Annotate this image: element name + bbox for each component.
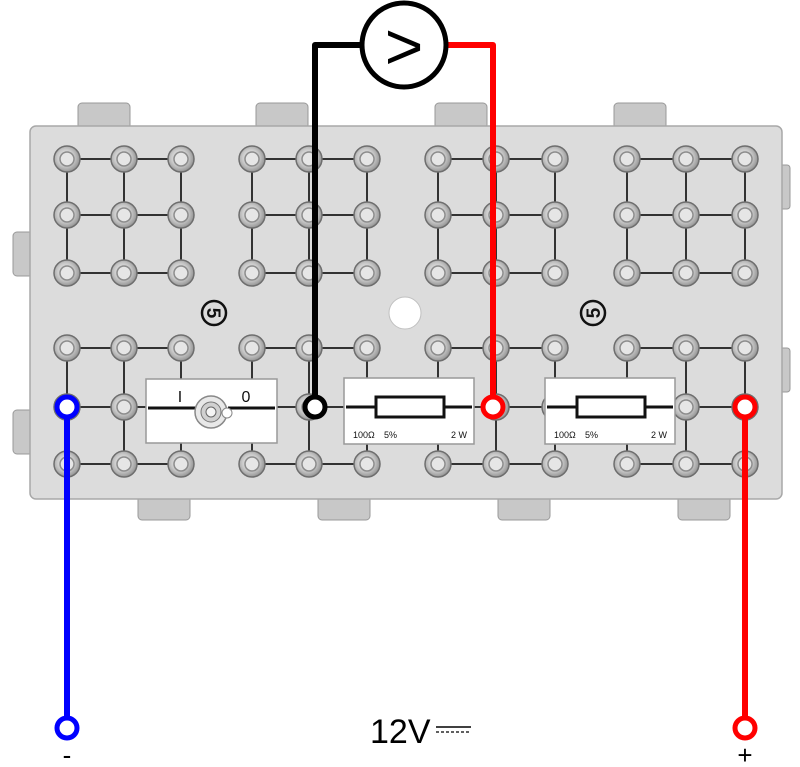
socket[interactable] bbox=[672, 145, 700, 173]
resistor-2-value: 100Ω bbox=[554, 430, 576, 440]
board-tab-top bbox=[434, 102, 488, 130]
socket[interactable] bbox=[295, 259, 323, 287]
socket[interactable] bbox=[424, 145, 452, 173]
socket[interactable] bbox=[353, 259, 381, 287]
socket[interactable] bbox=[613, 450, 641, 478]
socket[interactable] bbox=[238, 259, 266, 287]
socket[interactable] bbox=[295, 450, 323, 478]
socket[interactable] bbox=[295, 334, 323, 362]
board-marking-left: 5 bbox=[200, 299, 228, 327]
socket[interactable] bbox=[110, 450, 138, 478]
socket[interactable] bbox=[167, 201, 195, 229]
resistor-2-power: 2 W bbox=[651, 430, 668, 440]
socket[interactable] bbox=[238, 450, 266, 478]
socket[interactable] bbox=[424, 259, 452, 287]
socket[interactable] bbox=[613, 259, 641, 287]
positive-terminal[interactable] bbox=[732, 715, 758, 741]
socket[interactable] bbox=[672, 201, 700, 229]
switch-on-label: I bbox=[178, 389, 182, 406]
voltmeter-symbol: > bbox=[385, 9, 424, 83]
socket[interactable] bbox=[167, 145, 195, 173]
supply-voltage-label: 12V bbox=[370, 713, 431, 751]
board-marking-left-text: 5 bbox=[202, 308, 223, 319]
resistor-2[interactable]: 100Ω 5% 2 W bbox=[544, 377, 676, 445]
board-tab-top bbox=[77, 102, 131, 130]
socket[interactable] bbox=[482, 450, 510, 478]
socket[interactable] bbox=[672, 259, 700, 287]
resistor-1[interactable]: 100Ω 5% 2 W bbox=[343, 377, 475, 445]
resistor-1-tolerance: 5% bbox=[384, 430, 397, 440]
socket[interactable] bbox=[613, 334, 641, 362]
socket[interactable] bbox=[295, 201, 323, 229]
socket[interactable] bbox=[167, 334, 195, 362]
positive-terminal-label: + bbox=[737, 740, 752, 767]
socket[interactable] bbox=[731, 201, 759, 229]
voltmeter-red-lead[interactable] bbox=[448, 42, 496, 407]
board-tab-top bbox=[255, 102, 309, 130]
black-probe-point[interactable] bbox=[302, 394, 328, 420]
toggle-knob-icon[interactable] bbox=[194, 395, 233, 429]
socket[interactable] bbox=[541, 201, 569, 229]
resistor-1-power: 2 W bbox=[451, 430, 468, 440]
socket[interactable] bbox=[731, 334, 759, 362]
socket[interactable] bbox=[613, 145, 641, 173]
socket[interactable] bbox=[167, 259, 195, 287]
socket[interactable] bbox=[541, 145, 569, 173]
negative-terminal-label: - bbox=[63, 740, 72, 767]
socket[interactable] bbox=[53, 145, 81, 173]
board-tab-top bbox=[613, 102, 667, 130]
socket[interactable] bbox=[238, 145, 266, 173]
resistor-1-value: 100Ω bbox=[353, 430, 375, 440]
socket[interactable] bbox=[731, 259, 759, 287]
socket[interactable] bbox=[110, 201, 138, 229]
socket[interactable] bbox=[167, 450, 195, 478]
socket[interactable] bbox=[110, 334, 138, 362]
socket[interactable] bbox=[295, 145, 323, 173]
red-probe-point[interactable] bbox=[480, 394, 506, 420]
socket[interactable] bbox=[353, 201, 381, 229]
socket[interactable] bbox=[541, 450, 569, 478]
board-marking-right: 5 bbox=[579, 299, 607, 327]
voltmeter[interactable]: > bbox=[359, 0, 449, 90]
board-center-hole bbox=[388, 296, 422, 330]
socket[interactable] bbox=[353, 334, 381, 362]
dc-symbol-icon bbox=[436, 726, 471, 733]
negative-plug-point[interactable] bbox=[54, 394, 80, 420]
socket[interactable] bbox=[238, 201, 266, 229]
socket[interactable] bbox=[424, 201, 452, 229]
socket[interactable] bbox=[672, 393, 700, 421]
socket[interactable] bbox=[731, 145, 759, 173]
resistor-2-tolerance: 5% bbox=[585, 430, 598, 440]
socket[interactable] bbox=[53, 259, 81, 287]
socket[interactable] bbox=[110, 259, 138, 287]
socket[interactable] bbox=[353, 145, 381, 173]
voltmeter-black-lead[interactable] bbox=[312, 42, 360, 407]
socket[interactable] bbox=[424, 450, 452, 478]
board-marking-right-text: 5 bbox=[584, 307, 605, 318]
positive-plug-point[interactable] bbox=[732, 394, 758, 420]
socket[interactable] bbox=[110, 393, 138, 421]
socket[interactable] bbox=[353, 450, 381, 478]
socket[interactable] bbox=[53, 334, 81, 362]
socket[interactable] bbox=[424, 334, 452, 362]
socket[interactable] bbox=[238, 334, 266, 362]
socket[interactable] bbox=[672, 450, 700, 478]
switch-component[interactable]: I 0 bbox=[145, 378, 278, 444]
socket[interactable] bbox=[110, 145, 138, 173]
socket[interactable] bbox=[541, 334, 569, 362]
socket[interactable] bbox=[613, 201, 641, 229]
switch-off-label: 0 bbox=[242, 389, 251, 406]
socket[interactable] bbox=[672, 334, 700, 362]
socket[interactable] bbox=[53, 201, 81, 229]
negative-terminal[interactable] bbox=[54, 715, 80, 741]
socket[interactable] bbox=[541, 259, 569, 287]
